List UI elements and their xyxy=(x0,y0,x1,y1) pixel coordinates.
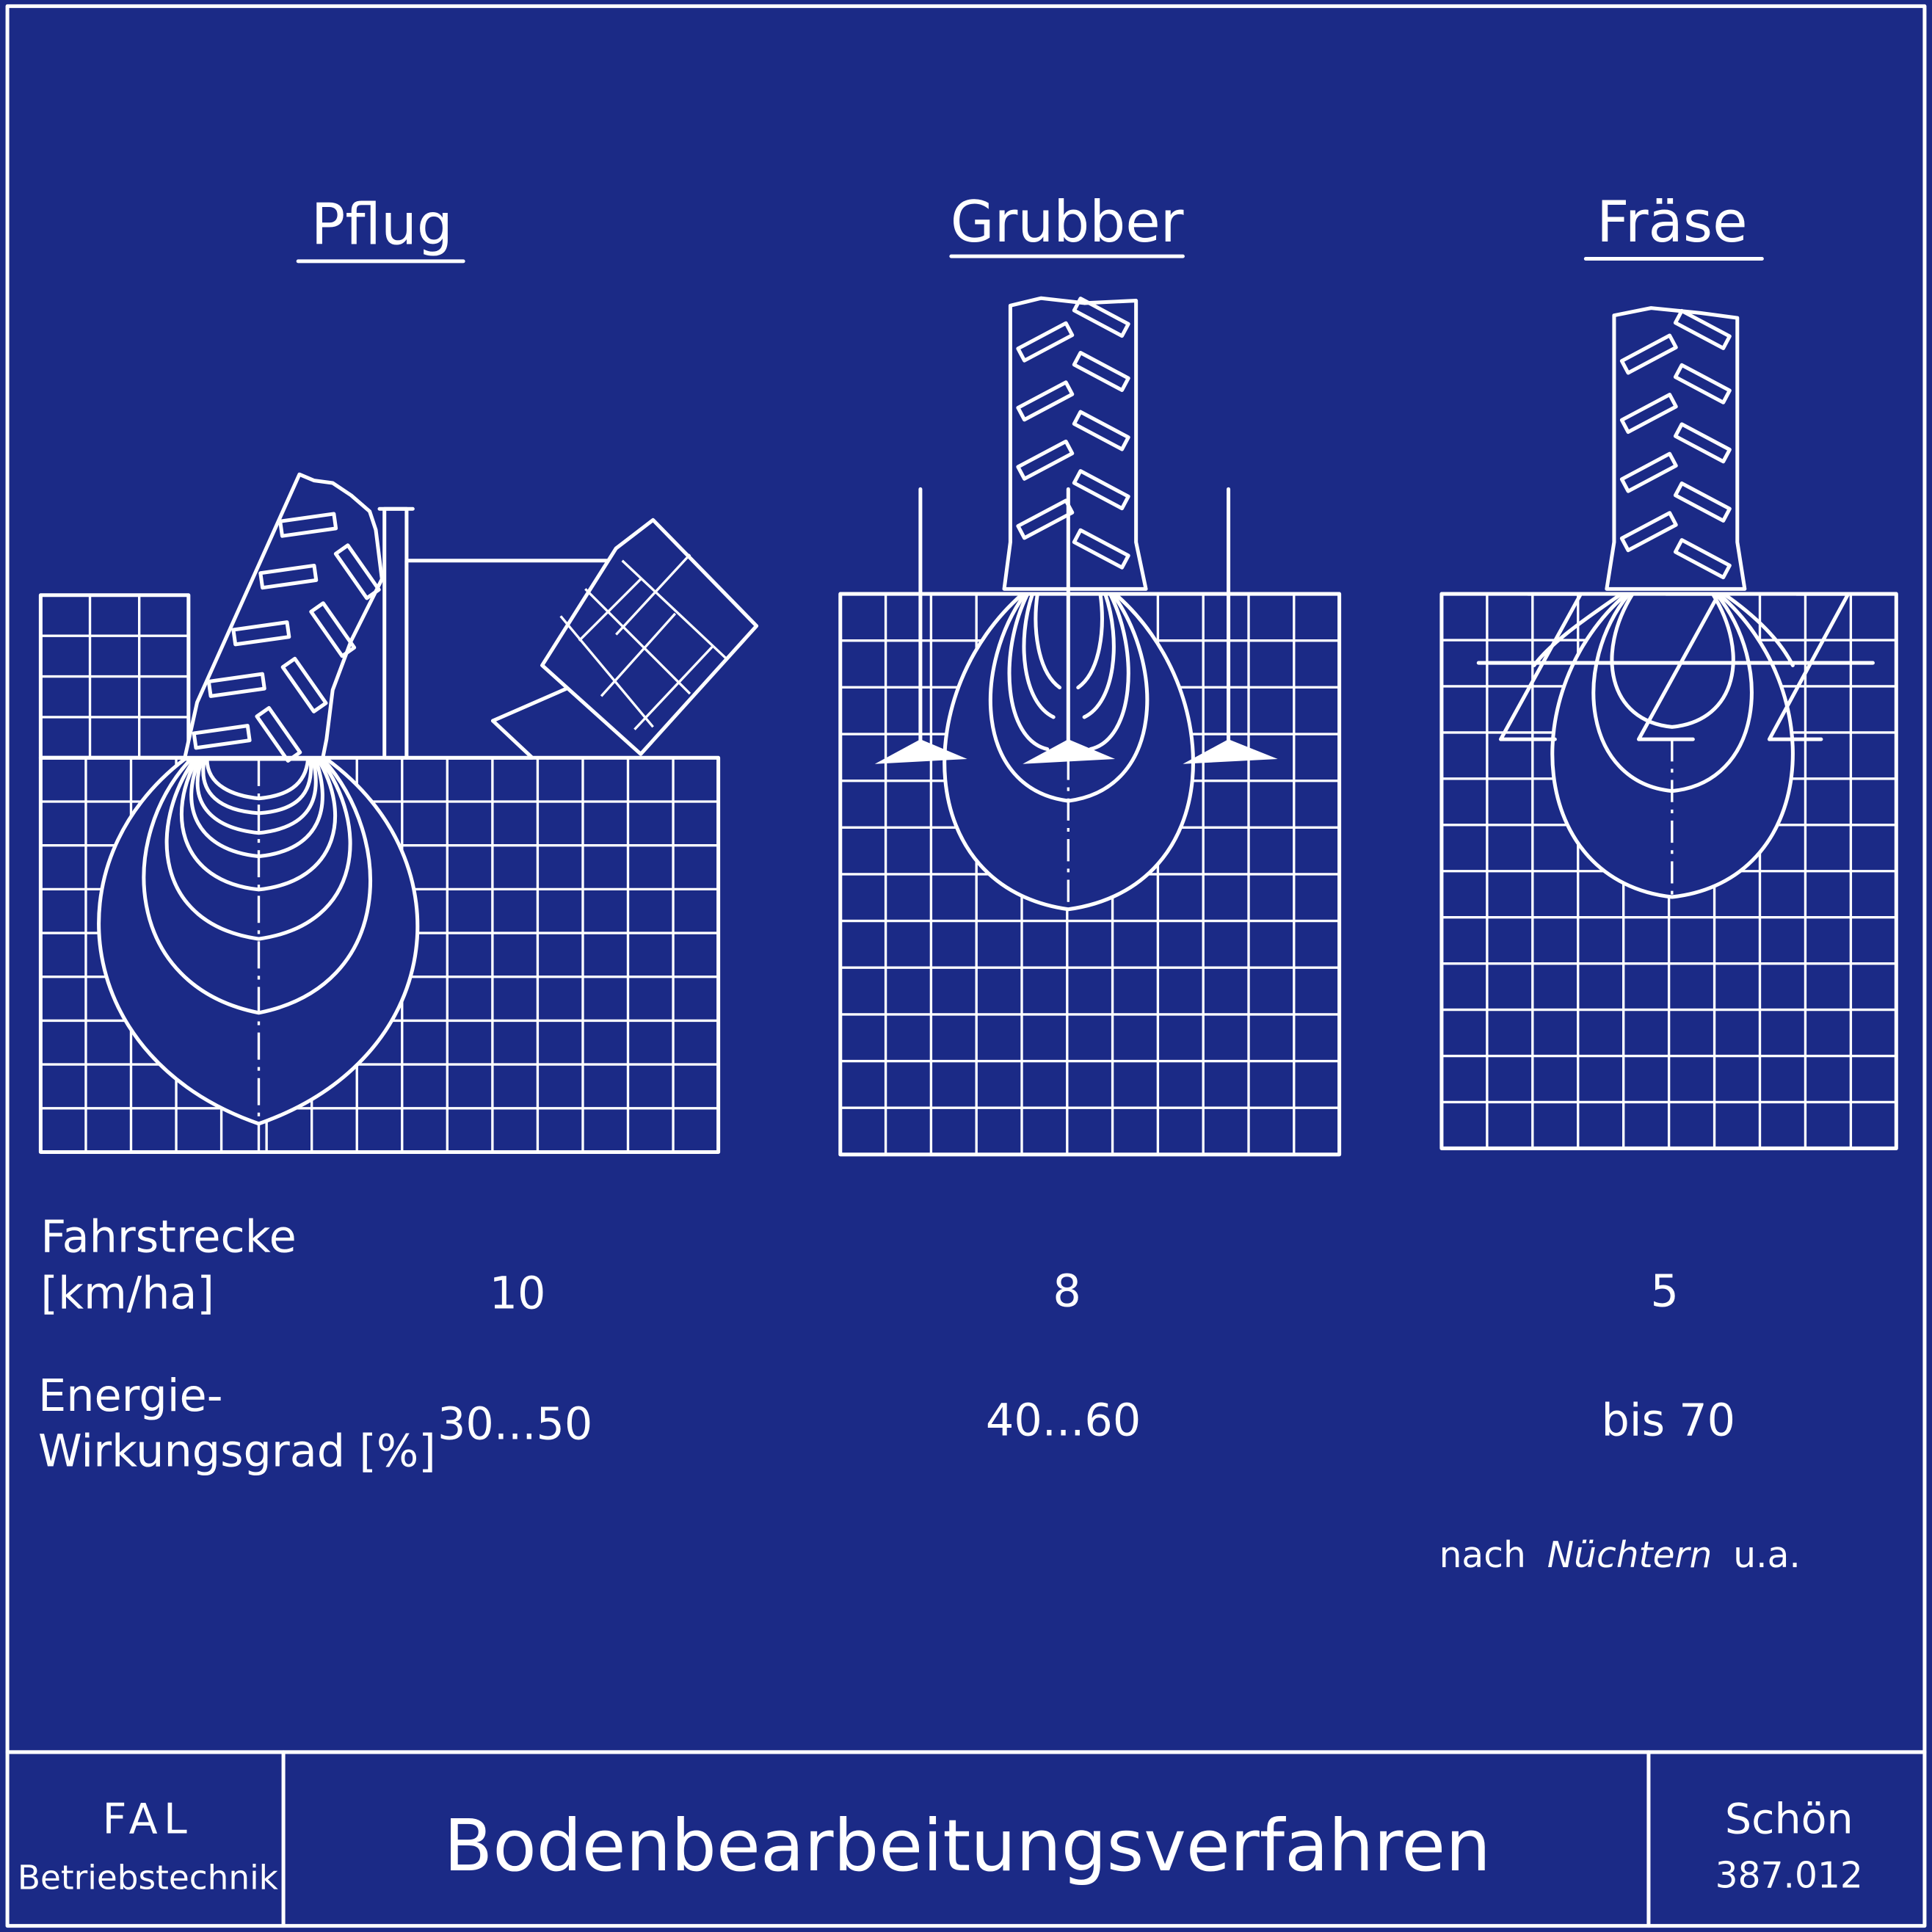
fahrstrecke-pflug: 10 xyxy=(490,1268,546,1320)
svg-text:Fräse: Fräse xyxy=(1597,189,1748,255)
source-note: nach Nüchtern u.a. xyxy=(1439,1535,1801,1576)
plough-body xyxy=(377,506,759,760)
title-pflug: Pflug xyxy=(296,192,465,264)
grubber-diagram xyxy=(874,296,1278,912)
tractor-tire-tilted xyxy=(183,472,384,763)
footer-org: FAL xyxy=(103,1795,194,1844)
footer-title: Bodenbearbeitungsverfahren xyxy=(443,1804,1490,1887)
svg-text:Energie-: Energie- xyxy=(38,1370,222,1422)
svg-text:Fahrstrecke: Fahrstrecke xyxy=(40,1211,296,1263)
footer-author: Schön xyxy=(1725,1795,1853,1844)
title-grubber: Grubber xyxy=(949,189,1185,258)
grubber-tines xyxy=(874,487,1278,764)
fahrstrecke-fraese: 5 xyxy=(1651,1265,1679,1317)
svg-text:Grubber: Grubber xyxy=(951,189,1184,255)
tractor-tire-fraese xyxy=(1605,306,1747,591)
tractor-tire-grubber xyxy=(1002,296,1148,591)
wirkungsgrad-pflug: 30...50 xyxy=(437,1399,592,1450)
svg-text:Wirkungsgrad [%]: Wirkungsgrad [%] xyxy=(38,1426,436,1478)
wirkungsgrad-grubber: 40...60 xyxy=(986,1395,1141,1447)
fraese-stress-bulbs xyxy=(1532,592,1795,899)
row-fahrstrecke: Fahrstrecke [km/ha] 10 8 5 xyxy=(40,1211,1679,1319)
rotary-tiller-blades xyxy=(1476,592,1875,741)
footer-dept: Betriebstechnik xyxy=(18,1858,279,1897)
fraese-diagram xyxy=(1476,306,1875,899)
title-fraese: Fräse xyxy=(1583,189,1764,261)
svg-text:[km/ha]: [km/ha] xyxy=(40,1268,214,1320)
pflug-diagram xyxy=(97,472,759,1152)
svg-text:Pflug: Pflug xyxy=(311,192,453,258)
wirkungsgrad-fraese: bis 70 xyxy=(1601,1395,1735,1447)
fahrstrecke-grubber: 8 xyxy=(1053,1265,1081,1317)
row-wirkungsgrad: Energie- Wirkungsgrad [%] 30...50 40...6… xyxy=(38,1370,1735,1478)
pflug-stress-bulbs xyxy=(97,757,420,1152)
footer-number: 387.012 xyxy=(1715,1856,1863,1897)
outer-frame xyxy=(5,4,1927,1928)
